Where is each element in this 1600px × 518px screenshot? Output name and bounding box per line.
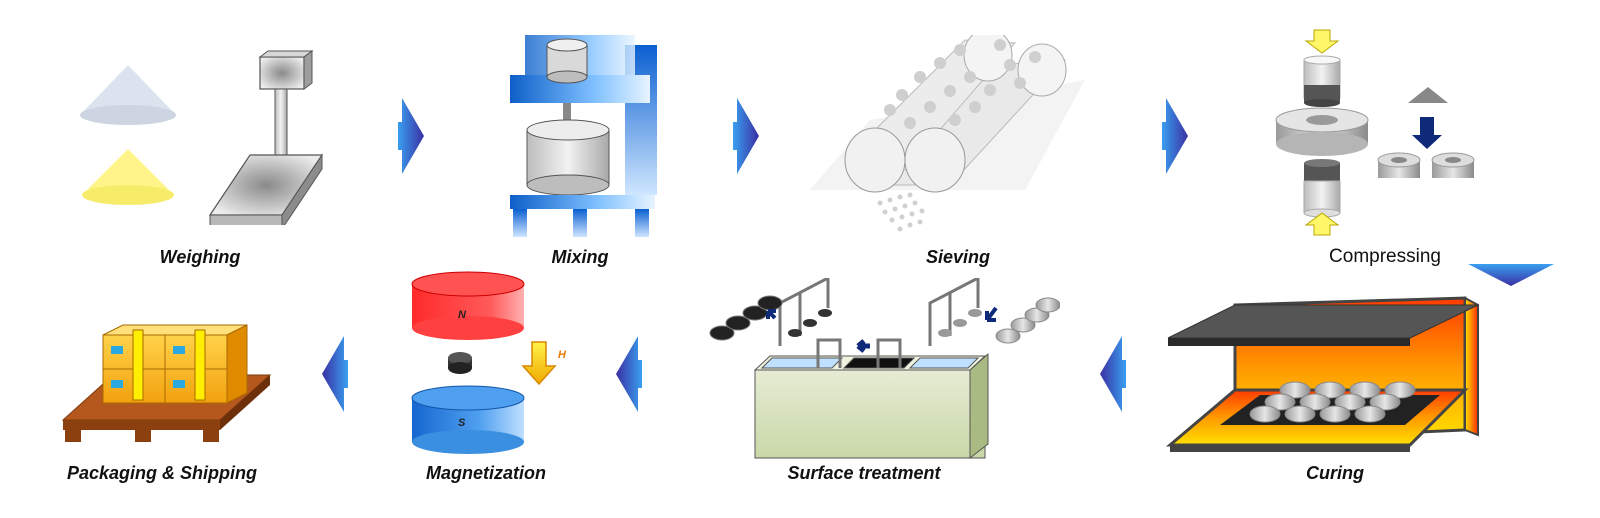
step-label-surface-treatment: Surface treatment (787, 463, 941, 483)
field-label: H (558, 349, 567, 361)
arrow-curing-to-surface-treatment-icon (1100, 336, 1126, 412)
surface-treatment-illustration (709, 278, 1060, 460)
yellow-powder-pile-icon (82, 149, 174, 205)
south-pole-magnet-icon: S (411, 385, 525, 454)
compressing-illustration (1275, 29, 1475, 236)
step-label-sieving: Sieving (925, 247, 991, 267)
arrow-surface-treatment-to-magnetization-icon (616, 336, 642, 412)
treatment-tank-icon (753, 338, 989, 460)
scale-icon (208, 50, 324, 225)
south-pole-label: S (458, 417, 466, 429)
curing-illustration (1165, 296, 1479, 452)
powder-to-ring-icon (1377, 87, 1475, 178)
sieving-illustration (810, 35, 1085, 232)
press-die-icon (1275, 29, 1369, 236)
step-label-mixing: Mixing (551, 247, 609, 267)
step-label-packaging-shipping: Packaging & Shipping (66, 463, 258, 483)
north-pole-label: N (458, 309, 467, 321)
arrow-mixing-to-sieving-icon (733, 98, 759, 174)
white-powder-pile-icon (80, 65, 176, 125)
arrow-compressing-to-curing-icon (1468, 264, 1554, 286)
mixing-illustration (510, 35, 657, 237)
mixer-machine-icon (510, 35, 657, 237)
step-label-curing: Curing (1306, 463, 1364, 483)
grey-rings-icon (985, 297, 1060, 344)
weighing-illustration (80, 50, 324, 225)
curing-oven-icon (1165, 296, 1479, 452)
rack-rings-small-icon (788, 309, 982, 337)
north-pole-magnet-icon: N (411, 271, 525, 340)
black-rings-icon (709, 295, 783, 341)
magnet-rings-on-tray-icon (1249, 381, 1416, 423)
magnetization-illustration: N S H (411, 271, 567, 454)
arrow-sieving-to-compressing-icon (1162, 98, 1188, 174)
arrow-weighing-to-mixing-icon (398, 98, 424, 174)
magnetic-field-arrow-icon: H (521, 341, 567, 386)
boxes-icon (102, 324, 248, 404)
magnet-ring-sample-icon (448, 352, 472, 374)
arrow-magnetization-to-packaging-icon (322, 336, 348, 412)
sieve-rollers-icon (810, 35, 1085, 232)
packaging-illustration (61, 324, 272, 442)
step-label-weighing: Weighing (159, 247, 241, 267)
step-label-compressing: Compressing (1329, 246, 1441, 267)
sieved-powder-icon (877, 192, 925, 232)
rack-with-rings-icon (778, 278, 980, 346)
step-label-magnetization: Magnetization (426, 463, 546, 483)
